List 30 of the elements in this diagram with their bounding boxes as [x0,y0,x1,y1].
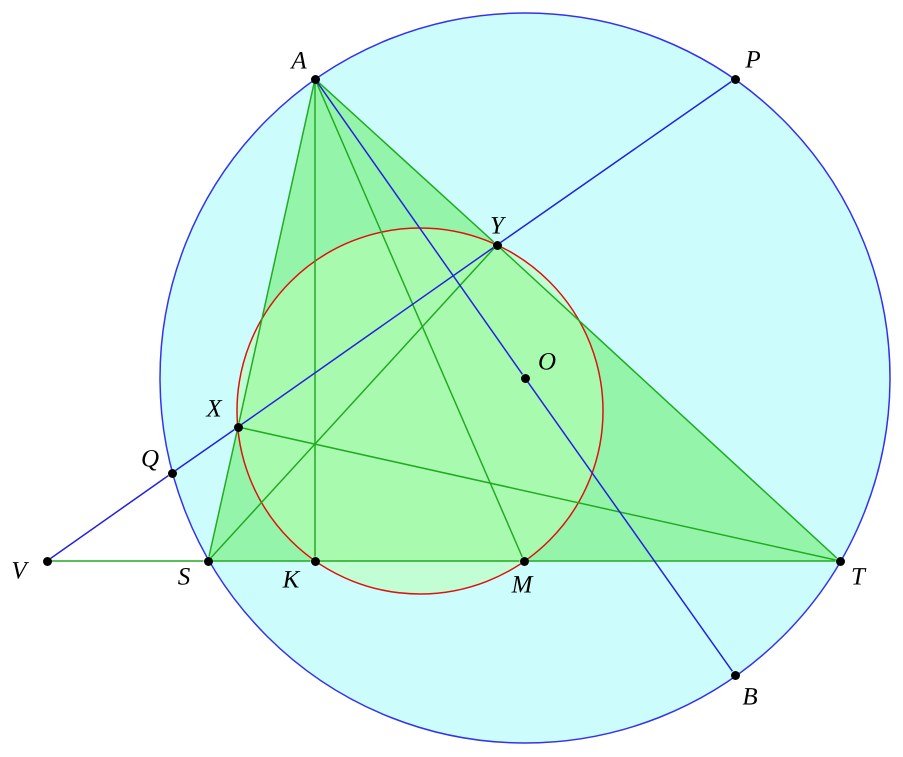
point-label: Q [140,446,160,472]
line-segment [238,83,315,423]
line-segment [314,84,316,556]
line-segment [316,82,524,375]
line-segment [526,381,734,672]
point-label: Y [490,214,504,238]
point-label: O [538,350,556,374]
line-segment [320,560,520,562]
line-segment [316,82,523,558]
point-label: P [745,48,761,72]
point-label: M [512,572,532,598]
line-segment [500,248,838,558]
point-label: T [851,564,865,590]
line-segment [208,431,238,557]
point-label: A [291,48,307,74]
point-label: V [11,558,27,584]
line-segment [241,246,494,426]
line-segment [50,474,169,560]
line-segment [175,428,235,472]
point-label: S [178,564,190,590]
line-segment [212,560,310,562]
line-segment [500,80,732,244]
line-segment [528,560,836,562]
point-label: B [742,684,758,710]
line-segment [242,427,836,561]
line-segment [210,248,495,558]
line-segment [318,81,494,243]
point-label: X [206,396,222,422]
line-segment [52,560,204,562]
point-label: K [282,568,300,592]
